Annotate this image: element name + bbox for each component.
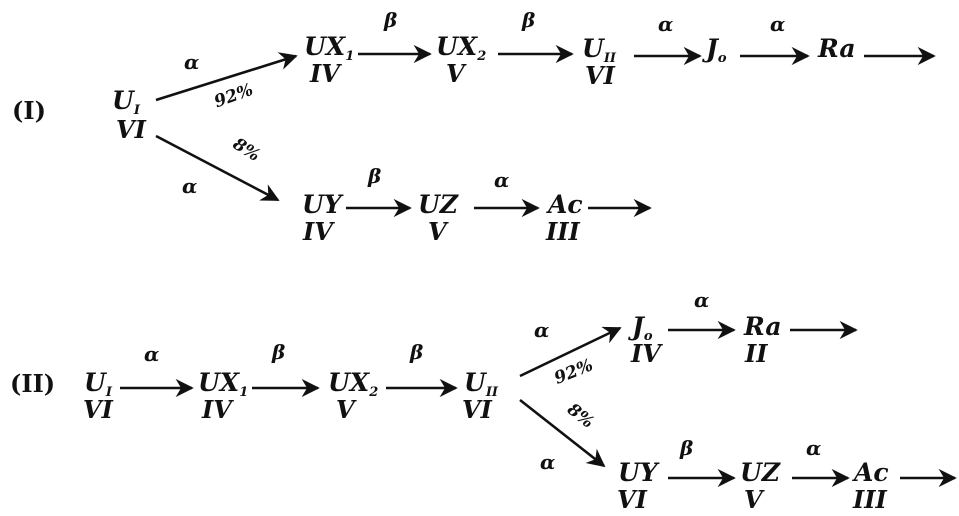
node-ii-radium: Ra: [744, 312, 782, 341]
edge-label-ii-ux2-u2: β: [410, 340, 424, 364]
arrow-i-u1-to-uy: [155, 134, 280, 202]
group-ii-ionium: IV: [631, 339, 661, 368]
node-ii-uranium-1: UI: [84, 368, 112, 400]
group-ii-uranium-1: VI: [83, 395, 113, 424]
scheme-label-i: (I): [12, 96, 46, 125]
edge-label-ii-u2-jo: α: [534, 318, 550, 342]
edge-label-i-ux1-ux2: β: [384, 8, 398, 32]
group-i-uz: V: [428, 217, 447, 246]
group-ii-radium: II: [745, 339, 768, 368]
node-i-uz: UZ: [418, 190, 459, 219]
edge-label-ii-ux1-ux2: β: [272, 340, 286, 364]
node-i-uranium-1: UI: [112, 86, 140, 118]
node-ii-uranium-2: UII: [464, 368, 498, 400]
edge-label-i-jo-ra: α: [770, 12, 786, 36]
node-i-uy: UY: [302, 190, 342, 219]
group-ii-uy: VI: [617, 485, 647, 514]
group-ii-uranium-2: VI: [462, 395, 492, 424]
node-i-uranium-2: UII: [582, 34, 616, 66]
edge-label-i-uy-uz: β: [368, 164, 382, 188]
node-i-ux1: UX1: [304, 32, 355, 64]
edge-label-ii-jo-ra: α: [694, 288, 710, 312]
group-i-uy: IV: [303, 217, 333, 246]
group-ii-ux2: V: [336, 395, 355, 424]
edge-label-ii-u1-ux1: α: [144, 342, 160, 366]
edge-label-i-ux2-u2: β: [522, 8, 536, 32]
edge-label-ii-u2-uy: α: [540, 450, 556, 474]
scheme-label-ii: (II): [10, 369, 56, 398]
arrow-ii-u2-to-uy: [519, 398, 606, 468]
node-i-radium: Ra: [818, 34, 856, 63]
edge-label-ii-uz-ac: α: [806, 436, 822, 460]
node-ii-ux2: UX2: [328, 368, 379, 400]
group-ii-ux1: IV: [202, 395, 232, 424]
edge-label-i-u2-jo: α: [658, 12, 674, 36]
node-ii-actinium: Ac: [854, 458, 889, 487]
group-i-ux1: IV: [310, 59, 340, 88]
node-ii-ionium: Jo: [632, 312, 653, 344]
node-ii-uy: UY: [618, 458, 658, 487]
arrow-i-u1-to-ux1: [155, 52, 298, 102]
group-i-actinium: III: [546, 217, 580, 246]
node-i-ionium: Jo: [706, 34, 727, 66]
edge-label-i-u1-ux1: α: [184, 50, 200, 74]
group-i-uranium-1: VI: [116, 115, 146, 144]
node-i-ux2: UX2: [436, 32, 487, 64]
arrow-ii-u2-to-jo: [519, 326, 622, 378]
edge-label-ii-uy-uz: β: [680, 436, 694, 460]
group-i-uranium-2: VI: [585, 61, 615, 90]
group-ii-uz: V: [744, 485, 763, 514]
edge-label-i-u1-uy: α: [182, 174, 198, 198]
node-i-actinium: Ac: [548, 190, 583, 219]
group-i-ux2: V: [446, 59, 465, 88]
node-ii-ux1: UX1: [198, 368, 249, 400]
edge-label-i-uz-ac: α: [494, 168, 510, 192]
node-ii-uz: UZ: [740, 458, 781, 487]
group-ii-actinium: III: [853, 485, 887, 514]
